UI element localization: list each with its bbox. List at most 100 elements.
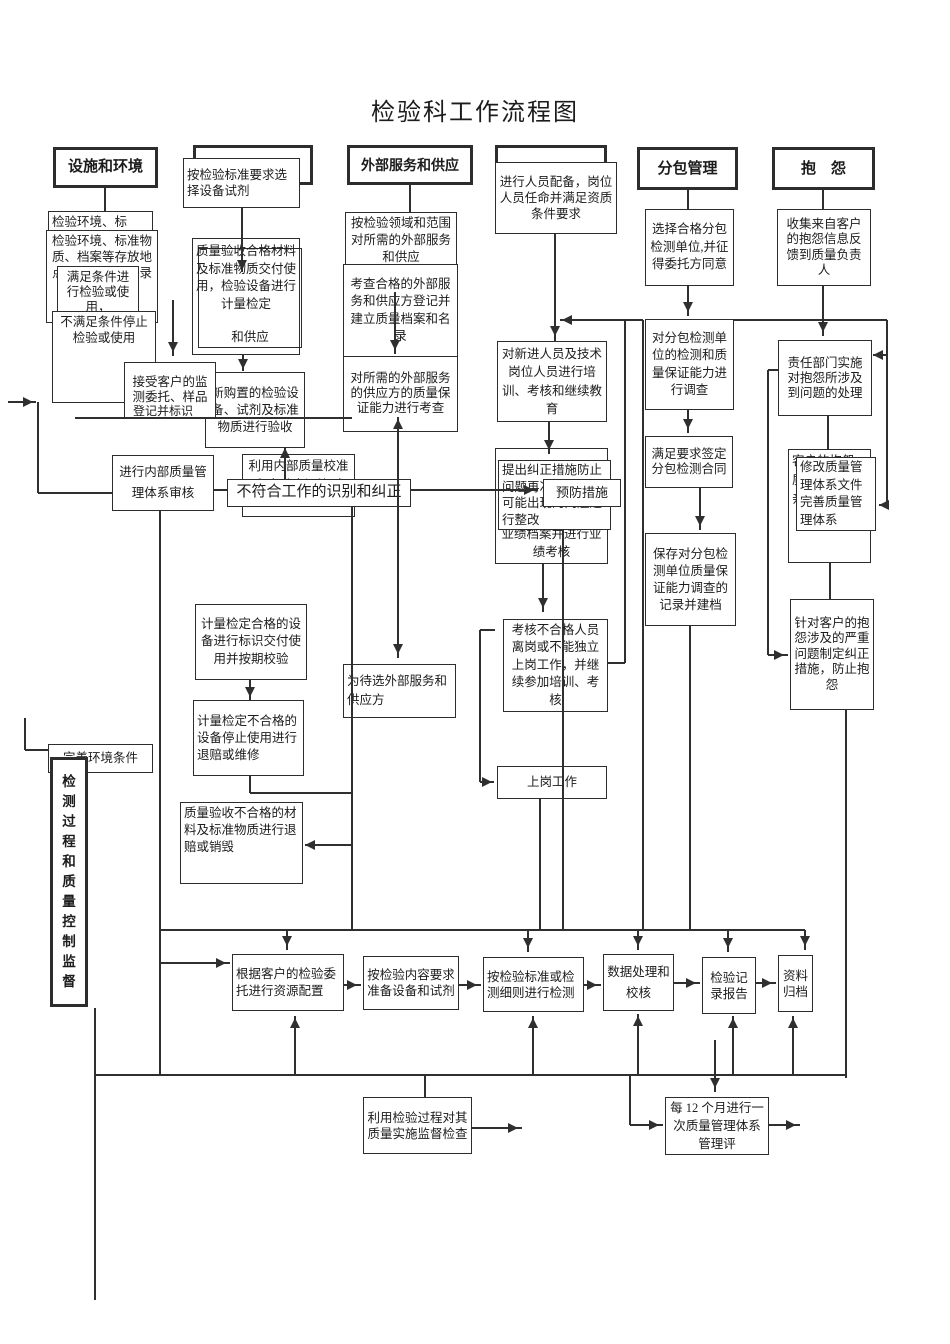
- connector-line: [630, 1124, 663, 1126]
- node-metrology-fail: 计量检定不合格的设备停止使用进行退赔或维修: [193, 700, 304, 776]
- connector-line: [160, 929, 805, 931]
- arrowhead-icon: [290, 1018, 300, 1028]
- connector-line: [560, 319, 643, 321]
- connector-line: [714, 1040, 716, 1092]
- arrowhead-icon: [879, 500, 889, 510]
- arrowhead-icon: [686, 978, 696, 988]
- arrowhead-icon: [873, 350, 883, 360]
- connector-line: [629, 1075, 631, 1125]
- connector-line: [305, 844, 352, 846]
- node-select-equipment: 按检验标准要求选择设备试剂: [183, 158, 300, 208]
- arrowhead-icon: [587, 980, 597, 990]
- arrowhead-icon: [710, 1078, 720, 1088]
- connector-line: [160, 962, 230, 964]
- connector-line: [624, 320, 626, 663]
- connector-line: [845, 710, 847, 1078]
- connector-line: [394, 292, 396, 354]
- node-register-mark: 登记并标识: [133, 404, 194, 418]
- arrowhead-icon: [774, 650, 784, 660]
- arrowhead-icon: [238, 359, 248, 369]
- connector-line: [539, 799, 541, 930]
- node-internal-audit: 进行内部质量管理体系审核: [112, 455, 214, 511]
- arrowhead-icon: [550, 326, 560, 336]
- connector-line: [608, 662, 625, 664]
- arrowhead-icon: [683, 419, 693, 429]
- arrowhead-icon: [168, 342, 178, 352]
- connector-line: [241, 208, 243, 272]
- arrowhead-icon: [786, 1120, 796, 1130]
- node-nonconforming-work: 不符合工作的识别和纠正: [227, 479, 411, 507]
- connector-line: [411, 489, 538, 491]
- node-collect-complaints: 收集来自客户的抱怨信息反馈到质量负责人: [777, 209, 871, 286]
- node-supply-fragment: 和供应: [198, 248, 302, 348]
- arrowhead-icon: [633, 936, 643, 946]
- node-perform-test: 按检验标准或检测细则进行检测: [483, 957, 584, 1012]
- node-preventive-measures: 预防措施: [543, 479, 621, 507]
- connector-line: [172, 300, 174, 356]
- node-start-work: 上岗工作: [497, 766, 607, 799]
- connector-line: [822, 286, 824, 336]
- node-revise-documents: 修改质量管理体系文件完善质量管理体系: [796, 457, 876, 531]
- arrowhead-icon: [683, 302, 693, 312]
- node-process-supervision: 检测过程和质量控制监督: [50, 757, 88, 1007]
- connector-line: [542, 564, 544, 612]
- connector-line: [8, 401, 36, 403]
- arrowhead-icon: [723, 938, 733, 948]
- arrowhead-icon: [467, 980, 477, 990]
- connector-line: [822, 190, 824, 209]
- node-meet-condition: 满足条件进行检验或使用，: [57, 266, 139, 318]
- connector-line: [104, 188, 106, 211]
- node-prepare-equipment: 按检验内容要求准备设备和试剂: [363, 956, 459, 1010]
- connector-line: [767, 370, 769, 655]
- arrowhead-icon: [237, 260, 247, 270]
- node-metrology-pass: 计量检定合格的设备进行标识交付使用并按期校验: [195, 604, 307, 680]
- connector-line: [25, 749, 48, 751]
- connector-line: [409, 185, 411, 212]
- connector-line: [284, 448, 286, 480]
- arrowhead-icon: [280, 448, 290, 458]
- connector-line: [733, 319, 887, 321]
- arrowhead-icon: [282, 936, 292, 946]
- connector-line: [637, 1014, 639, 1075]
- connector-line: [294, 1016, 296, 1075]
- arrowhead-icon: [23, 397, 33, 407]
- connector-line: [75, 417, 352, 419]
- connector-line: [424, 1075, 426, 1098]
- arrowhead-icon: [788, 1018, 798, 1028]
- arrowhead-icon: [347, 980, 357, 990]
- arrowhead-icon: [305, 840, 315, 850]
- node-quality-supervision: 利用检验过程对其质量实施监督检查: [363, 1097, 472, 1154]
- arrowhead-icon: [544, 440, 554, 450]
- arrowhead-icon: [633, 1016, 643, 1026]
- connector-line: [769, 1124, 800, 1126]
- arrowhead-icon: [528, 1018, 538, 1028]
- connector-line: [479, 630, 481, 782]
- node-external-demand: 按检验领域和范围对所需的外部服务和供应: [345, 212, 457, 270]
- connector-line: [213, 489, 227, 491]
- connector-line: [37, 402, 39, 493]
- connector-line: [250, 792, 352, 794]
- connector-line: [472, 1127, 522, 1129]
- connector-line: [827, 415, 829, 449]
- arrowhead-icon: [649, 1120, 659, 1130]
- connector-line: [554, 234, 556, 341]
- node-staffing: 进行人员配备，岗位人员任命并满足资质条件要求: [495, 162, 617, 234]
- arrowhead-icon: [216, 958, 226, 968]
- arrowhead-icon: [524, 485, 534, 495]
- arrowhead-icon: [390, 340, 400, 350]
- connector-line: [829, 563, 831, 599]
- connector-line: [249, 776, 251, 793]
- arrowhead-icon: [523, 938, 533, 948]
- connector-line: [95, 1074, 846, 1076]
- arrowhead-icon: [762, 978, 772, 988]
- header-external-services: 外部服务和供应: [347, 145, 473, 185]
- arrowhead-icon: [728, 1018, 738, 1028]
- node-new-purchase-acceptance: 新购置的检验设备、试剂及标准物质进行验收: [205, 372, 305, 448]
- connector-line: [38, 492, 112, 494]
- arrowhead-icon: [508, 1123, 518, 1133]
- connector-line: [94, 1008, 96, 1300]
- connector-line: [24, 718, 26, 750]
- arrowhead-icon: [818, 322, 828, 332]
- node-candidate-suppliers: 为待选外部服务和供应方: [343, 664, 456, 718]
